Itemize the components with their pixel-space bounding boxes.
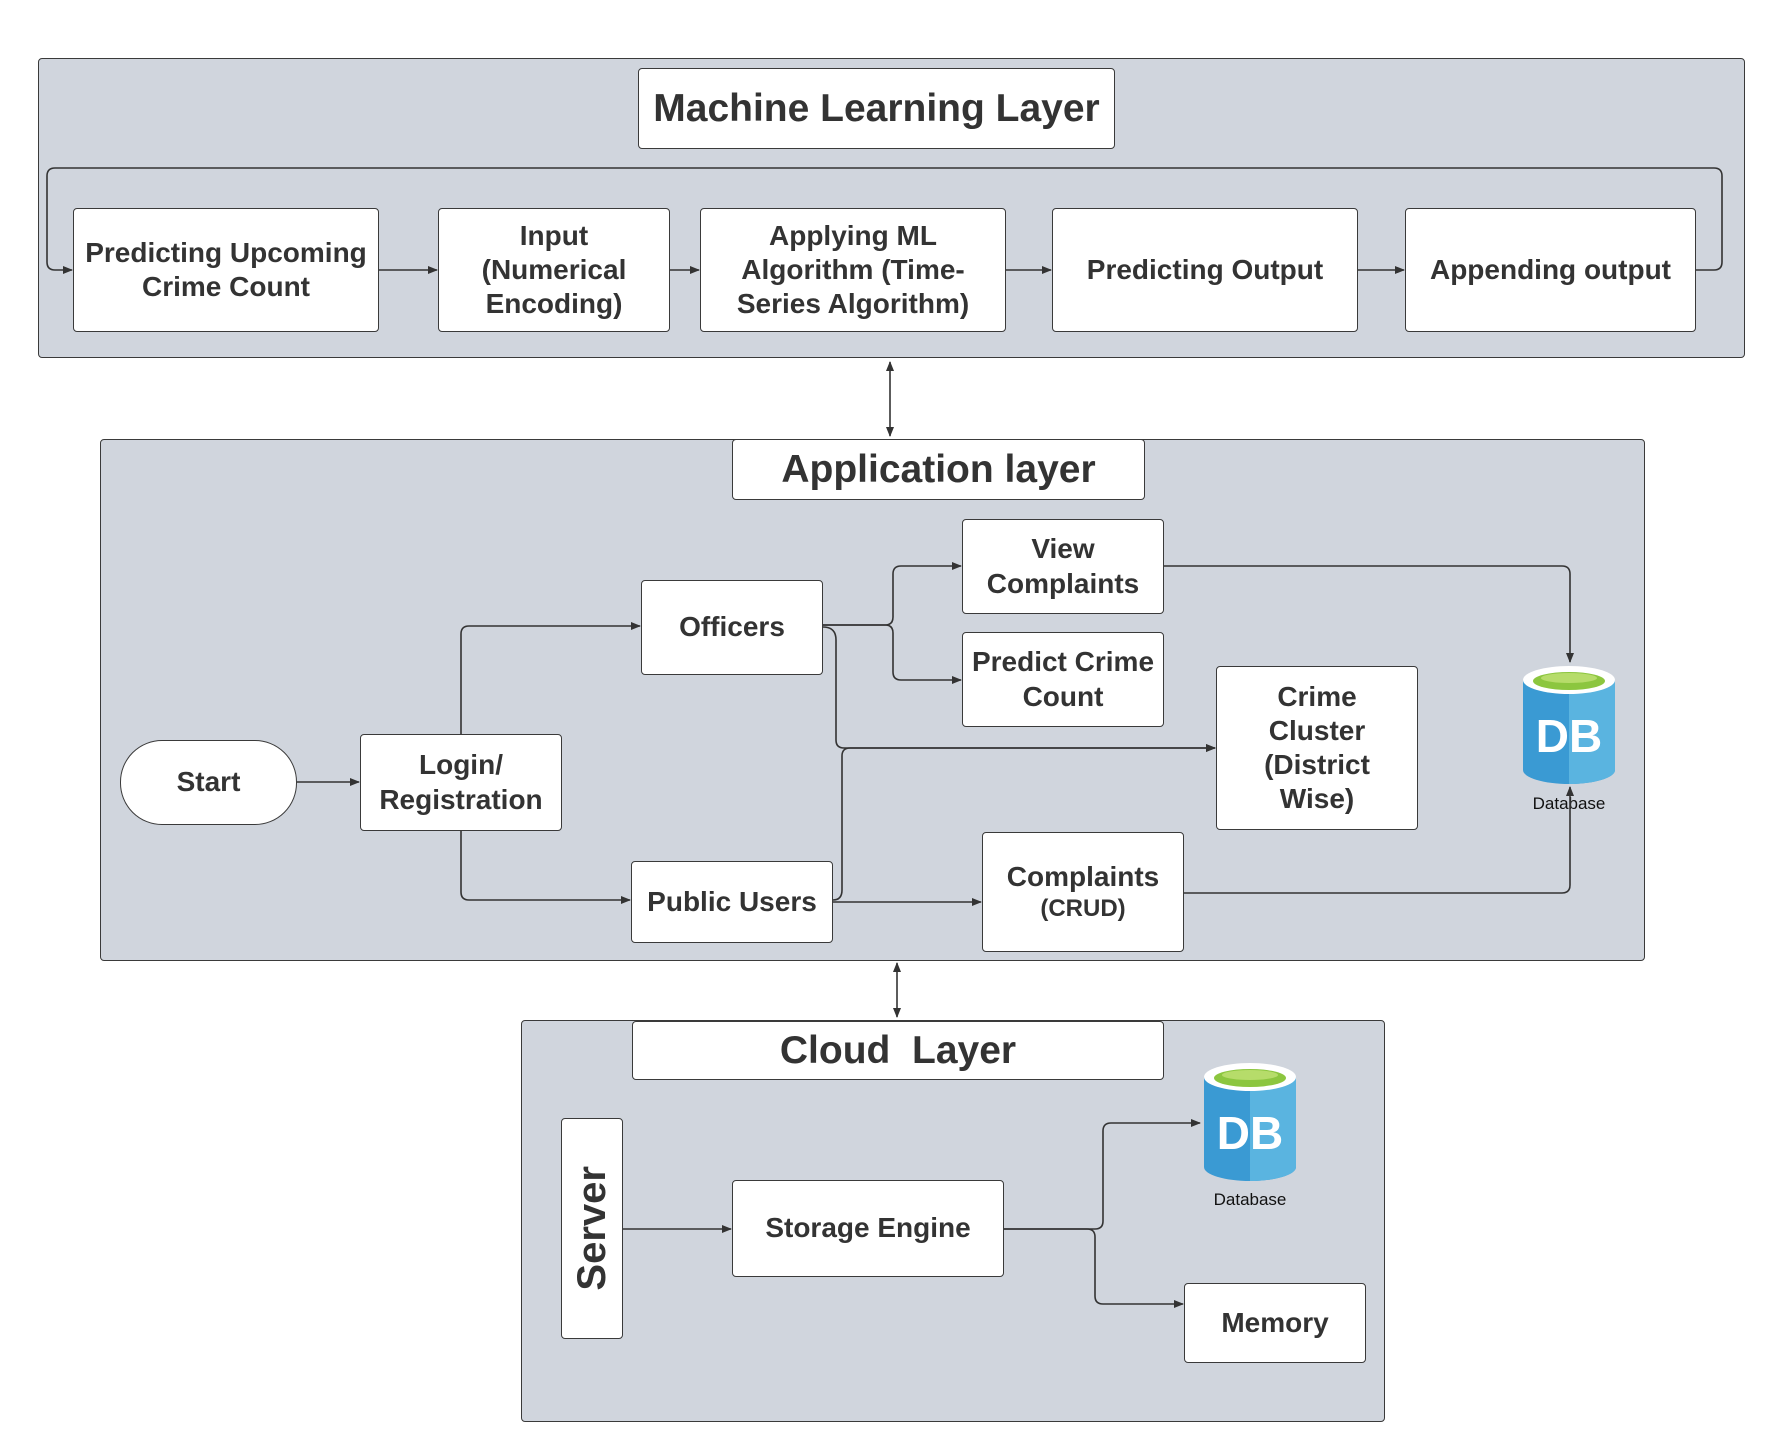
ml-step-apply-algorithm[interactable]: Applying ML Algorithm (Time-Series Algor…: [700, 208, 1006, 332]
complaints-crud-box[interactable]: Complaints (CRUD): [982, 832, 1184, 952]
predict-crime-count-box[interactable]: Predict Crime Count: [962, 632, 1164, 727]
officers-box[interactable]: Officers: [641, 580, 823, 675]
storage-db-arrow: [1004, 1119, 1201, 1230]
complaints-label: Complaints: [1006, 861, 1160, 893]
storage-memory-arrow: [1004, 1228, 1184, 1308]
ml-layer-title: Machine Learning Layer: [638, 68, 1115, 149]
login-registration-box[interactable]: Login/ Registration: [360, 734, 562, 831]
complaints-db-arrow: [1184, 786, 1574, 894]
view-db-arrow: [1164, 565, 1574, 663]
officers-cluster-arrow: [822, 626, 1216, 752]
officers-view-arrow: [823, 562, 962, 626]
storage-engine-box[interactable]: Storage Engine: [732, 1180, 1004, 1277]
cloud-layer-title: Cloud Layer: [632, 1021, 1164, 1080]
cloud-database-icon: DB: [1204, 1063, 1296, 1181]
public-cluster-arrow: [832, 744, 1216, 901]
cloud-db-icon-text: DB: [1217, 1107, 1283, 1159]
database-icon: DB: [1523, 666, 1615, 784]
server-box[interactable]: Server: [561, 1118, 623, 1339]
db-icon-text: DB: [1536, 710, 1602, 762]
ml-step-predicting-output[interactable]: Predicting Output: [1052, 208, 1358, 332]
memory-box[interactable]: Memory: [1184, 1283, 1366, 1363]
crime-cluster-box[interactable]: Crime Cluster (District Wise): [1216, 666, 1418, 830]
start-node[interactable]: Start: [120, 740, 297, 825]
cloud-database-label: Database: [1213, 1190, 1287, 1209]
ml-step-appending-output[interactable]: Appending output: [1405, 208, 1696, 332]
complaints-sub-label: (CRUD): [1040, 895, 1126, 923]
view-complaints-box[interactable]: View Complaints: [962, 519, 1164, 614]
application-layer-title: Application layer: [732, 439, 1145, 500]
ml-step-input-encoding[interactable]: Input (Numerical Encoding): [438, 208, 670, 332]
login-public-arrow: [460, 831, 631, 904]
officers-predict-arrow: [823, 624, 962, 684]
login-officers-arrow: [460, 622, 641, 734]
public-users-box[interactable]: Public Users: [631, 861, 833, 943]
database-label: Database: [1532, 794, 1606, 813]
ml-loop-connector: [46, 167, 1723, 274]
ml-step-predicting-upcoming[interactable]: Predicting Upcoming Crime Count: [73, 208, 379, 332]
